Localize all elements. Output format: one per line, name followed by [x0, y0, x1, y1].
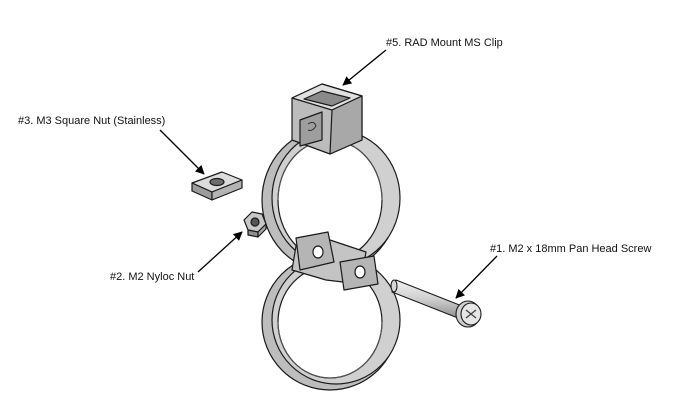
leader-arrow-p1: [455, 255, 498, 299]
clip-left-lug: [295, 231, 335, 271]
leader-lines: [159, 49, 498, 299]
leader-arrow-p2: [197, 231, 243, 273]
clip-right-lug: [339, 255, 379, 291]
m2-pan-head-screw: [390, 279, 482, 328]
rad-mount-clip: [261, 83, 401, 391]
leader-arrow-p3: [159, 129, 205, 175]
clip-top-socket: [291, 83, 363, 155]
m3-square-nut: [191, 171, 243, 201]
callout-label-m2-nyloc-nut: #2. M2 Nyloc Nut: [110, 271, 195, 283]
clip-lower-loop: [261, 253, 401, 391]
callout-label-rad-mount-clip: #5. RAD Mount MS Clip: [386, 37, 503, 49]
callout-label-m2-pan-head-screw: #1. M2 x 18mm Pan Head Screw: [490, 243, 652, 255]
callout-label-m3-square-nut: #3. M3 Square Nut (Stainless): [18, 115, 166, 127]
leader-arrow-p5: [342, 49, 387, 86]
m2-nyloc-nut: [243, 211, 267, 238]
